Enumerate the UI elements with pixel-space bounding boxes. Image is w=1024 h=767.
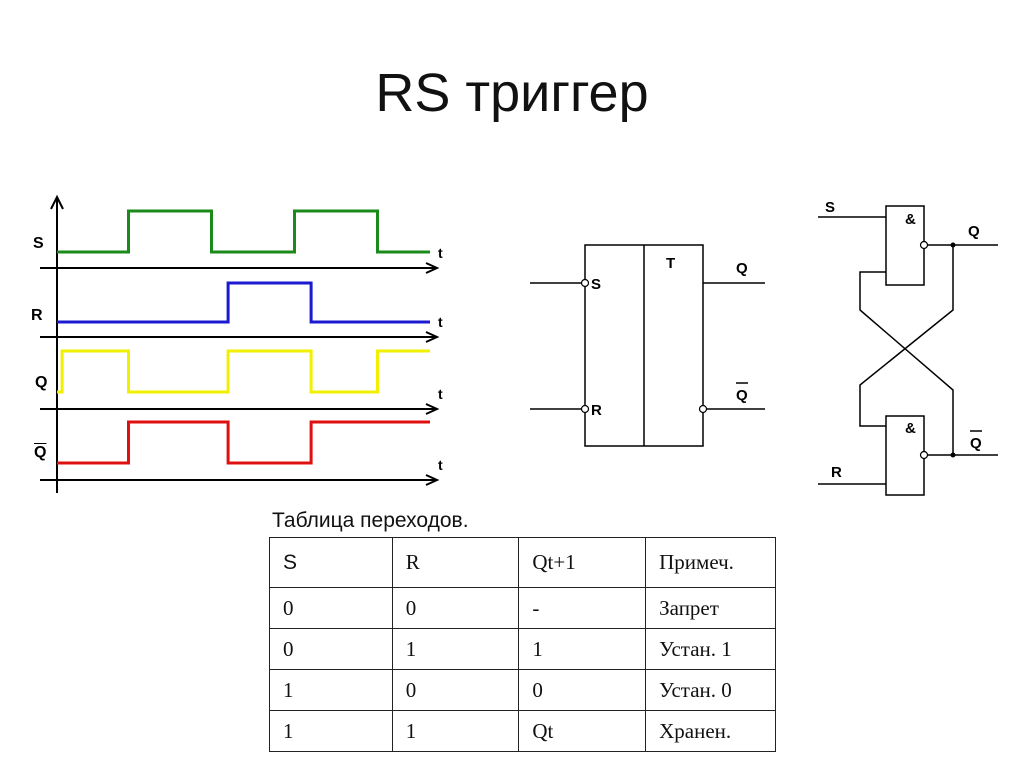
s-input-bubble: [580, 278, 590, 288]
signal-label-r: R: [31, 307, 43, 324]
time-axis-label: t: [438, 314, 443, 330]
gate-output-qbar-label: Q: [970, 435, 982, 452]
table-cell: 0: [391, 669, 520, 711]
table-cell: Qt: [518, 710, 647, 752]
table-cell: 1: [269, 669, 393, 711]
table-cell: Устан. 0: [645, 669, 776, 711]
table-cell: 0: [269, 628, 393, 670]
r-input-bubble: [580, 404, 590, 414]
table-cell: Устан. 1: [645, 628, 776, 670]
table-cell: Запрет: [645, 587, 776, 629]
header-note: Примеч.: [645, 537, 776, 588]
signal-label-s: S: [33, 235, 44, 252]
table-row: 0 0 - Запрет: [269, 587, 776, 629]
time-axis-arrow: [425, 262, 440, 274]
time-axis-label: t: [438, 457, 443, 473]
table-cell: 0: [269, 587, 393, 629]
transition-table: S R Qt+1 Примеч. 0 0 - Запрет 0 1 1 Уста…: [269, 537, 776, 752]
table-cell: 0: [518, 669, 647, 711]
header-r: R: [391, 537, 520, 588]
signal-label-q: Q: [35, 374, 48, 391]
time-axis-arrow: [425, 403, 440, 415]
header-s: S: [269, 537, 393, 588]
table-cell: -: [518, 587, 647, 629]
block-name: T: [666, 255, 675, 272]
gate-input-s-label: S: [825, 199, 835, 216]
block-input-s-label: S: [591, 276, 601, 293]
bottom-gate-output-bubble: [919, 450, 929, 460]
time-axis-label: t: [438, 245, 443, 261]
time-axis-label: t: [438, 386, 443, 402]
table-cell: 1: [391, 628, 520, 670]
block-input-r-label: R: [591, 402, 602, 419]
gate-schematic: & & S R Q Q: [818, 199, 998, 496]
table-row: 0 1 1 Устан. 1: [269, 628, 776, 670]
vertical-axis: [50, 194, 64, 493]
qbar-feedback-wire: [859, 271, 954, 455]
table-cell: 0: [391, 587, 520, 629]
table-header-row: S R Qt+1 Примеч.: [269, 537, 776, 588]
table-caption: Таблица переходов.: [272, 509, 469, 532]
table-cell: 1: [269, 710, 393, 752]
table-cell: Хранен.: [645, 710, 776, 752]
block-output-qbar-label: Q: [736, 387, 748, 404]
header-qt1: Qt+1: [518, 537, 647, 588]
table-cell: 1: [518, 628, 647, 670]
waveform-qbar: [57, 420, 430, 465]
signal-label-qbar: Q: [34, 444, 47, 461]
waveform-r: [57, 281, 430, 324]
timing-diagram: t t t t: [40, 194, 443, 493]
time-axis-arrow: [425, 331, 440, 343]
table-cell: 1: [391, 710, 520, 752]
bottom-gate-symbol: &: [905, 420, 916, 437]
rs-block-symbol: S R T Q Q: [530, 244, 765, 447]
waveform-q: [57, 349, 430, 394]
page-title: RS триггер: [375, 63, 649, 123]
waveform-s: [57, 209, 430, 254]
gate-output-q-label: Q: [968, 223, 980, 240]
time-axis-arrow: [425, 474, 440, 486]
gate-input-r-label: R: [831, 464, 842, 481]
top-gate-output-bubble: [919, 240, 929, 250]
table-row: 1 0 0 Устан. 0: [269, 669, 776, 711]
table-row: 1 1 Qt Хранен.: [269, 710, 776, 752]
top-gate-symbol: &: [905, 211, 916, 228]
block-output-q-label: Q: [736, 260, 748, 277]
qbar-output-bubble: [698, 404, 708, 414]
q-feedback-wire: [859, 245, 954, 427]
